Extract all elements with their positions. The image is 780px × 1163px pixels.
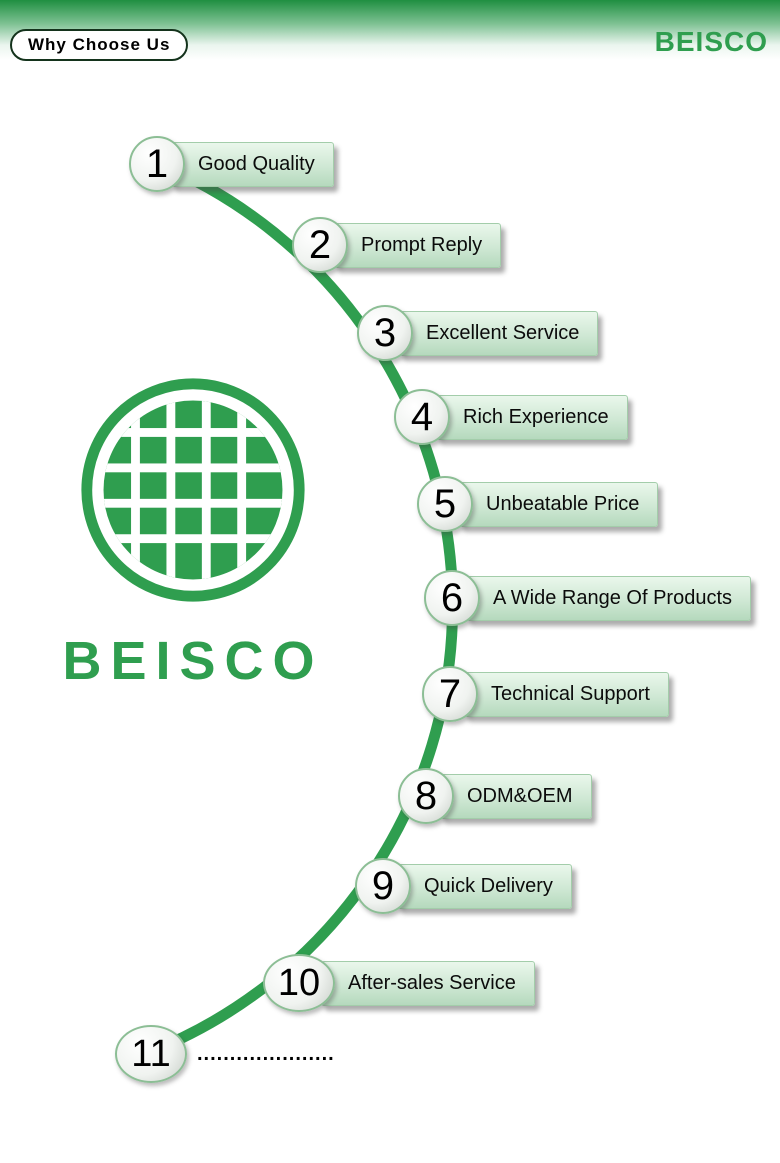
item-number-badge: 11 [115,1025,187,1083]
item-label: After-sales Service [321,960,535,1006]
timeline-item: 3 Excellent Service [357,305,599,361]
item-label: ODM&OEM [440,773,592,819]
timeline-item: 10 After-sales Service [263,954,535,1012]
item-label: Excellent Service [399,310,599,356]
header-bar: Why Choose Us BEISCO [0,0,780,61]
timeline-item: 1 Good Quality [129,136,334,192]
item-number-badge: 5 [417,476,473,532]
timeline-item: 7 Technical Support [422,666,669,722]
item-number-badge: 10 [263,954,335,1012]
item-number-badge: 4 [394,389,450,445]
item-number-badge: 1 [129,136,185,192]
item-label-dots: ..................... [197,1042,335,1065]
item-number-badge: 2 [292,217,348,273]
timeline-item: 5 Unbeatable Price [417,476,659,532]
item-label: Unbeatable Price [459,481,659,527]
brand-wordmark-large: BEISCO [62,631,324,691]
item-label: Rich Experience [436,394,628,440]
item-label: Technical Support [464,671,669,717]
item-number-badge: 9 [355,858,411,914]
page-title: Why Choose Us [10,29,189,61]
item-label: Prompt Reply [334,222,502,268]
item-number-badge: 7 [422,666,478,722]
item-label: Quick Delivery [397,863,572,909]
item-number-badge: 3 [357,305,413,361]
item-number-badge: 6 [424,570,480,626]
timeline-item: 11 ..................... [115,1025,335,1083]
timeline-item: 2 Prompt Reply [292,217,502,273]
item-label: A Wide Range Of Products [466,575,752,621]
timeline-item: 6 A Wide Range Of Products [424,570,752,626]
timeline-item: 8 ODM&OEM [398,768,592,824]
item-label: Good Quality [171,141,334,187]
item-number-badge: 8 [398,768,454,824]
beisco-logo-icon [81,378,305,602]
timeline-item: 4 Rich Experience [394,389,628,445]
company-logo: BEISCO [28,372,358,692]
brand-wordmark-small: BEISCO [654,26,768,57]
timeline-item: 9 Quick Delivery [355,858,572,914]
